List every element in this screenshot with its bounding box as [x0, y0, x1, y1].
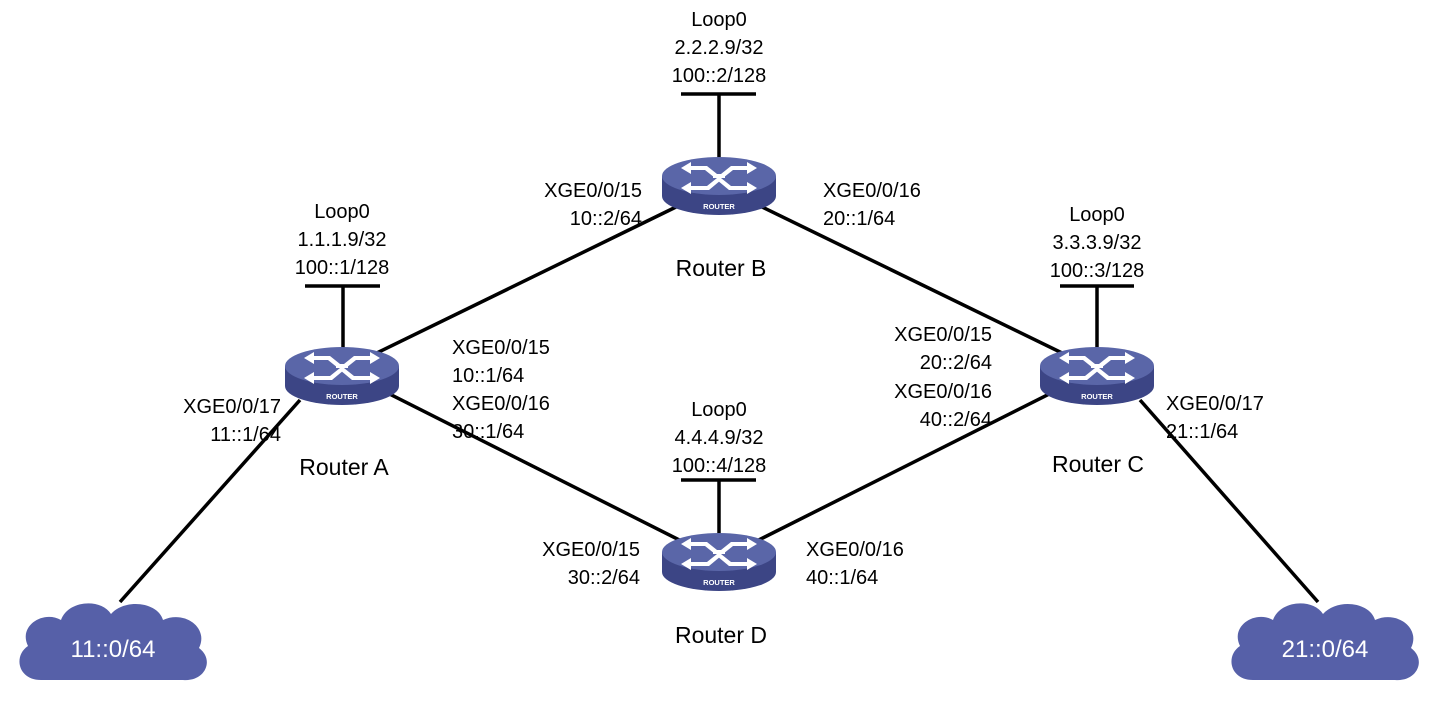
network-left: 11::0/64 [19, 603, 207, 681]
svg-text:4.4.4.9/32: 4.4.4.9/32 [675, 427, 764, 449]
svg-text:100::4/128: 100::4/128 [672, 455, 767, 477]
router-c-tag: ROUTER [1081, 392, 1113, 401]
interface-label-d-c: XGE0/0/16 40::1/64 [806, 539, 904, 589]
network-right: 21::0/64 [1231, 603, 1419, 681]
router-a-tag: ROUTER [326, 392, 358, 401]
svg-text:100::3/128: 100::3/128 [1050, 260, 1145, 282]
router-a-name: Router A [299, 454, 389, 480]
router-d-tag: ROUTER [703, 578, 735, 587]
svg-text:Loop0: Loop0 [691, 399, 747, 421]
svg-text:10::2/64: 10::2/64 [570, 208, 642, 230]
router-c: ROUTER [1040, 347, 1154, 405]
interface-label-d-a: XGE0/0/15 30::2/64 [542, 539, 640, 589]
network-right-label: 21::0/64 [1282, 636, 1369, 663]
svg-text:10::1/64: 10::1/64 [452, 365, 524, 387]
svg-text:XGE0/0/16: XGE0/0/16 [894, 381, 992, 403]
svg-text:11::1/64: 11::1/64 [210, 424, 281, 446]
svg-text:3.3.3.9/32: 3.3.3.9/32 [1053, 232, 1142, 254]
router-b-tag: ROUTER [703, 202, 735, 211]
router-a: ROUTER [285, 347, 399, 405]
svg-text:Loop0: Loop0 [691, 9, 747, 31]
router-b: ROUTER [662, 157, 776, 215]
svg-text:30::2/64: 30::2/64 [568, 567, 640, 589]
svg-text:21::1/64: 21::1/64 [1166, 421, 1238, 443]
loopback-stub-b [681, 92, 756, 168]
link-b-c [718, 184, 1098, 372]
loopback-label-a: Loop0 1.1.1.9/32 100::1/128 [295, 201, 390, 279]
svg-text:XGE0/0/16: XGE0/0/16 [806, 539, 904, 561]
network-left-label: 11::0/64 [71, 636, 156, 663]
svg-text:Loop0: Loop0 [314, 201, 370, 223]
interface-label-c-right: XGE0/0/17 21::1/64 [1166, 393, 1264, 443]
svg-text:20::2/64: 20::2/64 [920, 352, 992, 374]
link-a-b [341, 184, 720, 372]
svg-text:XGE0/0/17: XGE0/0/17 [1166, 393, 1264, 415]
svg-text:Loop0: Loop0 [1069, 204, 1125, 226]
link-a-d [341, 368, 720, 562]
interface-label-a-d: XGE0/0/16 30::1/64 [452, 393, 550, 443]
svg-text:40::2/64: 40::2/64 [920, 409, 992, 431]
router-b-name: Router B [676, 255, 767, 281]
svg-text:1.1.1.9/32: 1.1.1.9/32 [298, 229, 387, 251]
svg-text:40::1/64: 40::1/64 [806, 567, 878, 589]
loopback-stub-a [305, 284, 380, 355]
router-c-name: Router C [1052, 451, 1144, 477]
svg-text:XGE0/0/15: XGE0/0/15 [542, 539, 640, 561]
svg-text:20::1/64: 20::1/64 [823, 208, 895, 230]
svg-text:2.2.2.9/32: 2.2.2.9/32 [675, 37, 764, 59]
interface-label-b-c: XGE0/0/16 20::1/64 [823, 180, 921, 230]
svg-text:30::1/64: 30::1/64 [452, 421, 524, 443]
router-d-name: Router D [675, 622, 767, 648]
svg-text:XGE0/0/16: XGE0/0/16 [452, 393, 550, 415]
loopback-label-c: Loop0 3.3.3.9/32 100::3/128 [1050, 204, 1145, 282]
interface-label-c-d: XGE0/0/16 40::2/64 [894, 381, 992, 431]
loopback-label-d: Loop0 4.4.4.9/32 100::4/128 [672, 399, 767, 477]
svg-text:XGE0/0/17: XGE0/0/17 [183, 396, 281, 418]
svg-text:XGE0/0/15: XGE0/0/15 [894, 324, 992, 346]
link-d-c [718, 368, 1098, 562]
interface-label-c-b: XGE0/0/15 20::2/64 [894, 324, 992, 374]
svg-text:XGE0/0/16: XGE0/0/16 [823, 180, 921, 202]
svg-text:XGE0/0/15: XGE0/0/15 [544, 180, 642, 202]
link-a-left-network [118, 398, 302, 604]
svg-text:100::2/128: 100::2/128 [672, 65, 767, 87]
router-d: ROUTER [662, 533, 776, 591]
link-c-right-network [1138, 398, 1320, 604]
interface-label-a-left: XGE0/0/17 11::1/64 [183, 396, 281, 446]
interface-label-b-a: XGE0/0/15 10::2/64 [544, 180, 642, 230]
interface-label-a-b: XGE0/0/15 10::1/64 [452, 337, 550, 387]
loopback-stub-c [1060, 284, 1134, 355]
loopback-label-b: Loop0 2.2.2.9/32 100::2/128 [672, 9, 767, 87]
svg-text:100::1/128: 100::1/128 [295, 257, 390, 279]
svg-text:XGE0/0/15: XGE0/0/15 [452, 337, 550, 359]
